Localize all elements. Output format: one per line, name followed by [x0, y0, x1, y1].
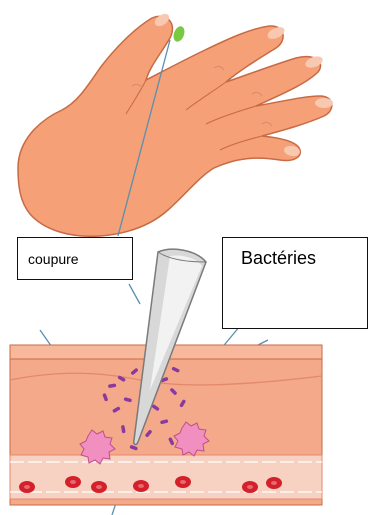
label-bacteries: Bactéries	[222, 237, 368, 329]
wound-spot	[172, 25, 187, 43]
label-coupure-text: coupure	[28, 251, 79, 267]
label-coupure: coupure	[17, 237, 133, 280]
hand-illustration	[18, 11, 333, 236]
label-bacteries-text: Bactéries	[241, 248, 316, 268]
